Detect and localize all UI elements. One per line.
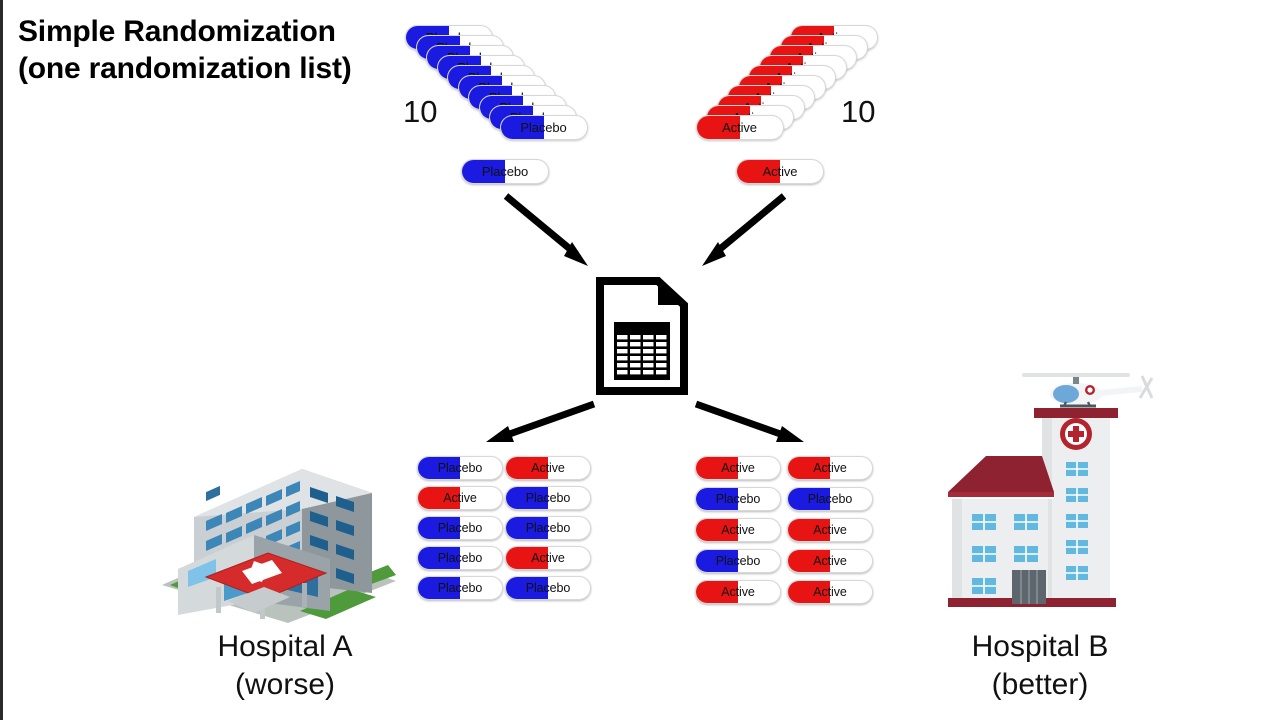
pill-color-half (788, 581, 830, 603)
pill-color-half (506, 517, 548, 539)
allocation-pill: Placebo (695, 487, 781, 511)
pill-label: Active (721, 461, 755, 475)
pill-label: Active (722, 120, 757, 135)
allocation-pill: Active (787, 549, 873, 573)
allocation-pill: Active (695, 456, 781, 480)
pill-label: Active (531, 551, 565, 565)
pill-label: Placebo (525, 491, 571, 505)
hospital-a-building (150, 425, 402, 625)
pill-label: Active (531, 461, 565, 475)
frame-edge (0, 0, 3, 720)
active-sample-pill: Active (736, 159, 824, 184)
pill-color-half (696, 581, 738, 603)
allocation-pill: Placebo (417, 576, 503, 600)
pill-label: Placebo (807, 492, 853, 506)
stacked-pill: Active (695, 115, 784, 140)
arrow-active-to-list (702, 193, 787, 266)
allocation-pill: Placebo (417, 546, 503, 570)
pill-label: Active (813, 554, 847, 568)
hospital-b-building (930, 372, 1160, 627)
pill-label: Active (443, 491, 477, 505)
placebo-count-label: 10 (403, 94, 438, 129)
pill-color-half (418, 547, 460, 569)
allocation-pill: Placebo (417, 456, 503, 480)
pill-label: Placebo (437, 581, 483, 595)
helicopter-icon (1022, 373, 1154, 408)
title-line-1: Simple Randomization (18, 15, 336, 48)
stacked-pill: Placebo (499, 115, 588, 140)
pill-color-half (696, 519, 738, 541)
pill-label: Placebo (525, 581, 571, 595)
pill-color-half (506, 457, 548, 479)
pill-label: Active (762, 164, 798, 179)
pill-label: Placebo (525, 521, 571, 535)
pill-label: Active (813, 585, 847, 599)
hospital-building-icon (162, 469, 396, 623)
allocation-pill: Placebo (787, 487, 873, 511)
hospital-tower-helipad-icon (948, 373, 1154, 607)
pill-color-half (696, 457, 738, 479)
pill-label: Placebo (437, 551, 483, 565)
pill-color-half (462, 160, 505, 183)
pill-color-half (737, 160, 780, 183)
allocation-pill: Active (417, 486, 503, 510)
allocation-pill: Placebo (505, 516, 591, 540)
pill-label: Placebo (520, 120, 567, 135)
pill-label: Active (813, 461, 847, 475)
pill-color-half (788, 457, 830, 479)
pill-color-half (696, 488, 738, 510)
hospital-b-name: Hospital B (971, 630, 1109, 663)
allocation-pill: Active (695, 518, 781, 542)
pill-color-half (418, 457, 460, 479)
pill-color-half (788, 519, 830, 541)
pill-color-half (500, 116, 544, 139)
arrow-placebo-to-list (503, 193, 588, 266)
randomization-list-document (596, 277, 688, 400)
pill-color-half (418, 517, 460, 539)
pill-color-half (506, 547, 548, 569)
hospital-a-qualifier: (worse) (234, 668, 335, 702)
pill-color-half (696, 116, 740, 139)
hospital-a-name: Hospital A (217, 630, 353, 663)
spreadsheet-document-icon (596, 277, 688, 395)
title-line-2: (one randomization list) (18, 51, 352, 85)
allocation-pill: Placebo (505, 576, 591, 600)
allocation-pill: Placebo (417, 516, 503, 540)
hospital-b-qualifier: (better) (991, 668, 1089, 702)
allocation-pill: Active (505, 456, 591, 480)
allocation-pill: Placebo (695, 549, 781, 573)
page-title: Simple Randomization (one randomization … (18, 14, 352, 87)
pill-label: Placebo (715, 554, 761, 568)
pill-color-half (696, 550, 738, 572)
pill-color-half (506, 577, 548, 599)
active-count-label: 10 (841, 94, 876, 129)
allocation-pill: Active (787, 580, 873, 604)
pill-color-half (788, 488, 830, 510)
hospital-b-caption: Hospital B (better) (930, 628, 1150, 705)
allocation-pill: Active (695, 580, 781, 604)
pill-label: Active (721, 585, 755, 599)
allocation-pill: Active (787, 456, 873, 480)
pill-label: Placebo (437, 521, 483, 535)
allocation-pill: Active (505, 546, 591, 570)
hospital-a-caption: Hospital A (worse) (170, 628, 400, 705)
pill-label: Placebo (481, 164, 529, 179)
pill-color-half (506, 487, 548, 509)
pill-color-half (788, 550, 830, 572)
pill-label: Placebo (715, 492, 761, 506)
arrow-list-to-hospital-a (486, 400, 596, 442)
placebo-sample-pill: Placebo (461, 159, 549, 184)
allocation-pill: Active (787, 518, 873, 542)
pill-label: Active (721, 523, 755, 537)
pill-color-half (418, 487, 460, 509)
pill-label: Placebo (437, 461, 483, 475)
pill-label: Active (813, 523, 847, 537)
arrow-list-to-hospital-b (694, 400, 804, 442)
allocation-pill: Placebo (505, 486, 591, 510)
pill-color-half (418, 577, 460, 599)
